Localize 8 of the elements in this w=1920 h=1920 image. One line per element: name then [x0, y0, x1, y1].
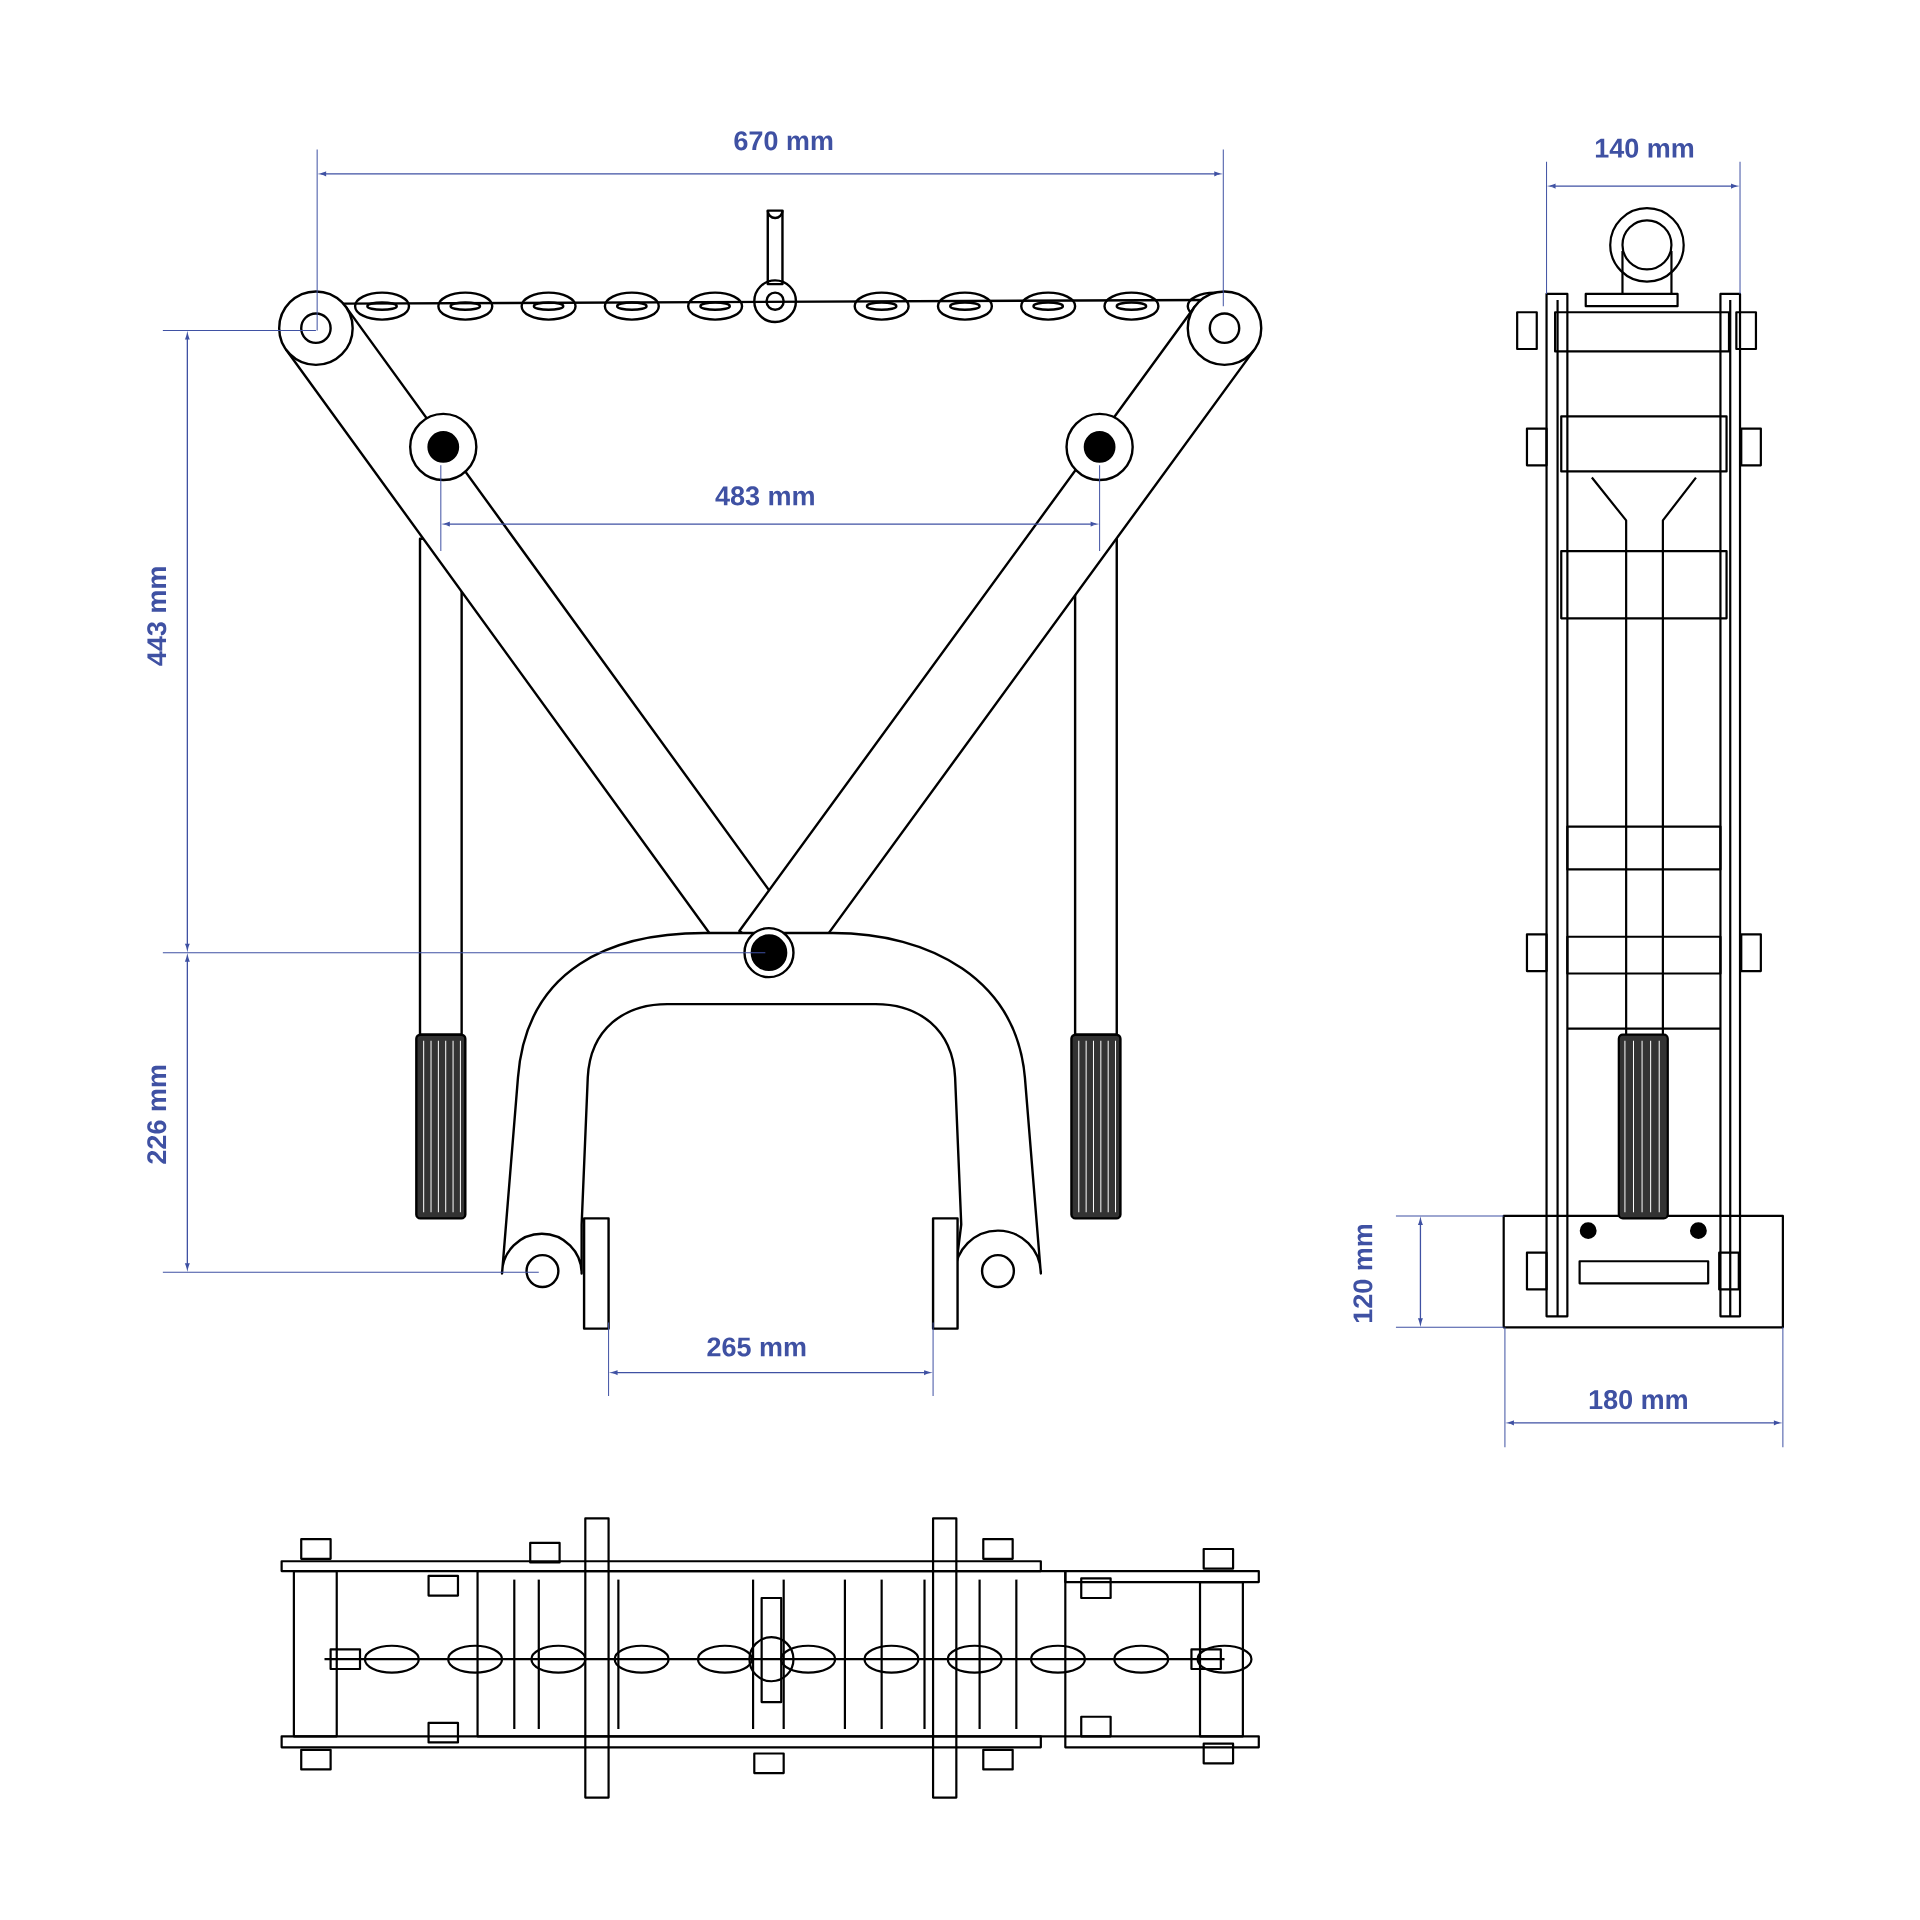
- dimension-label: 265 mm: [707, 1337, 806, 1357]
- dimension-label: 443 mm: [147, 567, 167, 666]
- dimension-label: 483 mm: [715, 486, 814, 506]
- dimension-label: 180 mm: [1589, 1390, 1687, 1410]
- dimension-label: 140 mm: [1595, 138, 1694, 158]
- dimension-label: 120 mm: [1353, 1224, 1373, 1323]
- dimension-label: 226 mm: [147, 1065, 167, 1164]
- dimension-label: 670 mm: [734, 131, 833, 151]
